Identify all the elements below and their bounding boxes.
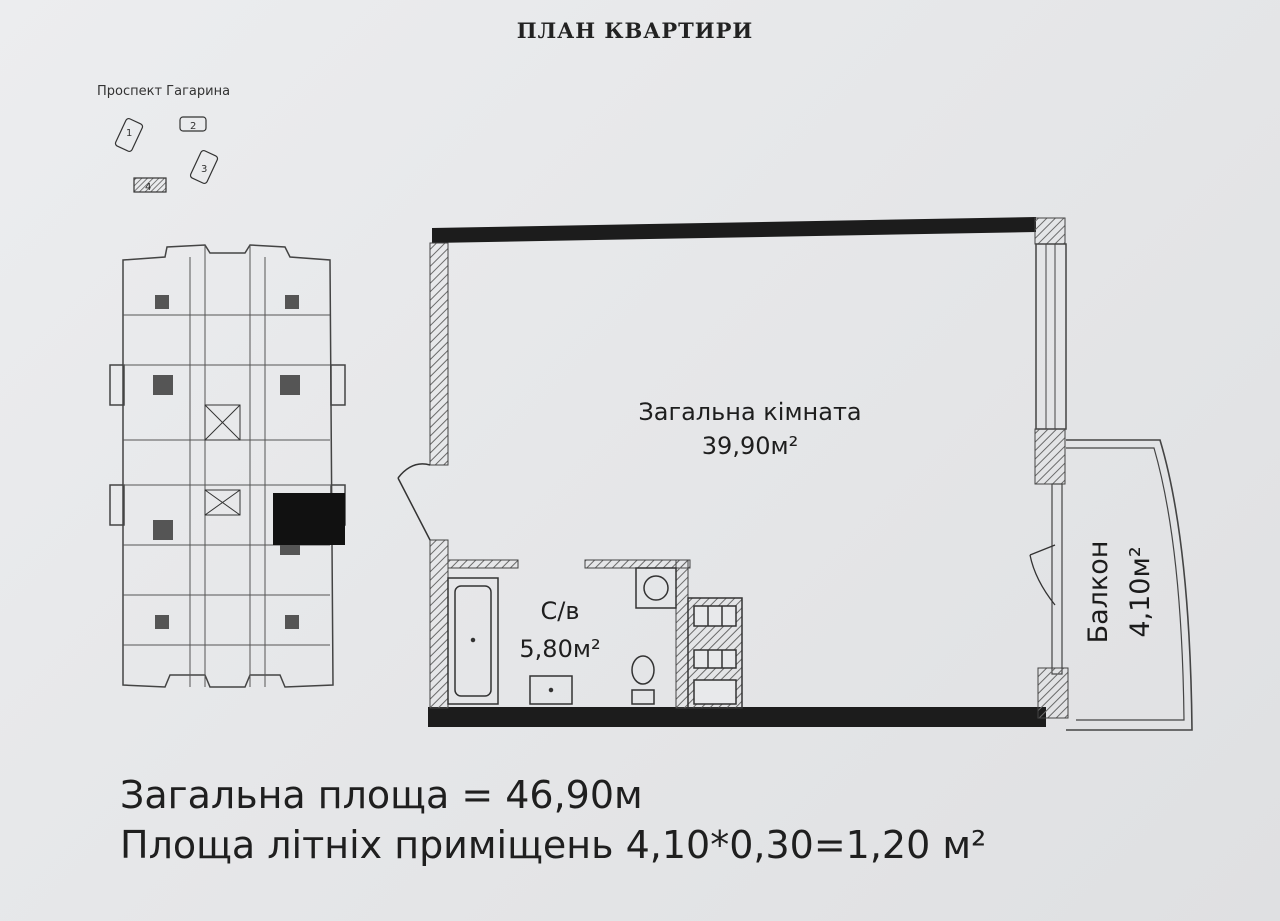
building-2-label: 2 <box>190 121 196 132</box>
closet-shelves <box>687 597 743 709</box>
main-room-name: Загальна кімната <box>638 398 862 426</box>
bathtub <box>447 577 499 705</box>
left-wall-lower <box>429 539 449 709</box>
building-2: 2 <box>179 116 207 132</box>
washing-machine <box>635 567 677 609</box>
balcony-name: Балкон <box>1083 540 1114 644</box>
bottom-wall <box>428 707 1046 727</box>
page-title: ПЛАН КВАРТИРИ <box>516 18 754 43</box>
building-4-label: 4 <box>145 182 151 193</box>
building-3: 3 <box>189 149 219 185</box>
bathroom-wall-top <box>447 559 519 569</box>
bathroom-wall-right <box>675 559 689 709</box>
building-1: 1 <box>114 117 144 153</box>
window-wall <box>1034 217 1069 719</box>
balcony-outline <box>1066 439 1193 731</box>
bathroom-area: 5,80м² <box>519 635 601 663</box>
street-label: Проспект Гагарина <box>97 84 231 99</box>
total-area-line: Загальна площа = 46,90м <box>120 773 643 817</box>
sink <box>529 675 573 705</box>
balcony-area: 4,10м² <box>1125 546 1156 638</box>
building-1-label: 1 <box>126 128 132 139</box>
top-wall <box>432 217 1036 243</box>
balcony-door <box>1029 544 1056 606</box>
summer-area-line: Площа літніх приміщень 4,10*0,30=1,20 м² <box>120 823 987 867</box>
main-room-area: 39,90м² <box>701 432 799 460</box>
building-4: 4 <box>133 177 167 193</box>
bathroom-wall-top-right <box>584 559 691 569</box>
location-map: 1 2 3 4 <box>114 116 219 193</box>
apartment-highlight <box>273 493 345 545</box>
bathroom-name: С/в <box>540 597 580 625</box>
left-wall-upper <box>429 242 449 466</box>
toilet <box>631 655 655 705</box>
building-key-plan <box>109 244 346 688</box>
area-summary: Загальна площа = 46,90м Площа літніх при… <box>120 770 986 870</box>
building-3-label: 3 <box>201 164 207 175</box>
entrance-door <box>397 463 431 541</box>
